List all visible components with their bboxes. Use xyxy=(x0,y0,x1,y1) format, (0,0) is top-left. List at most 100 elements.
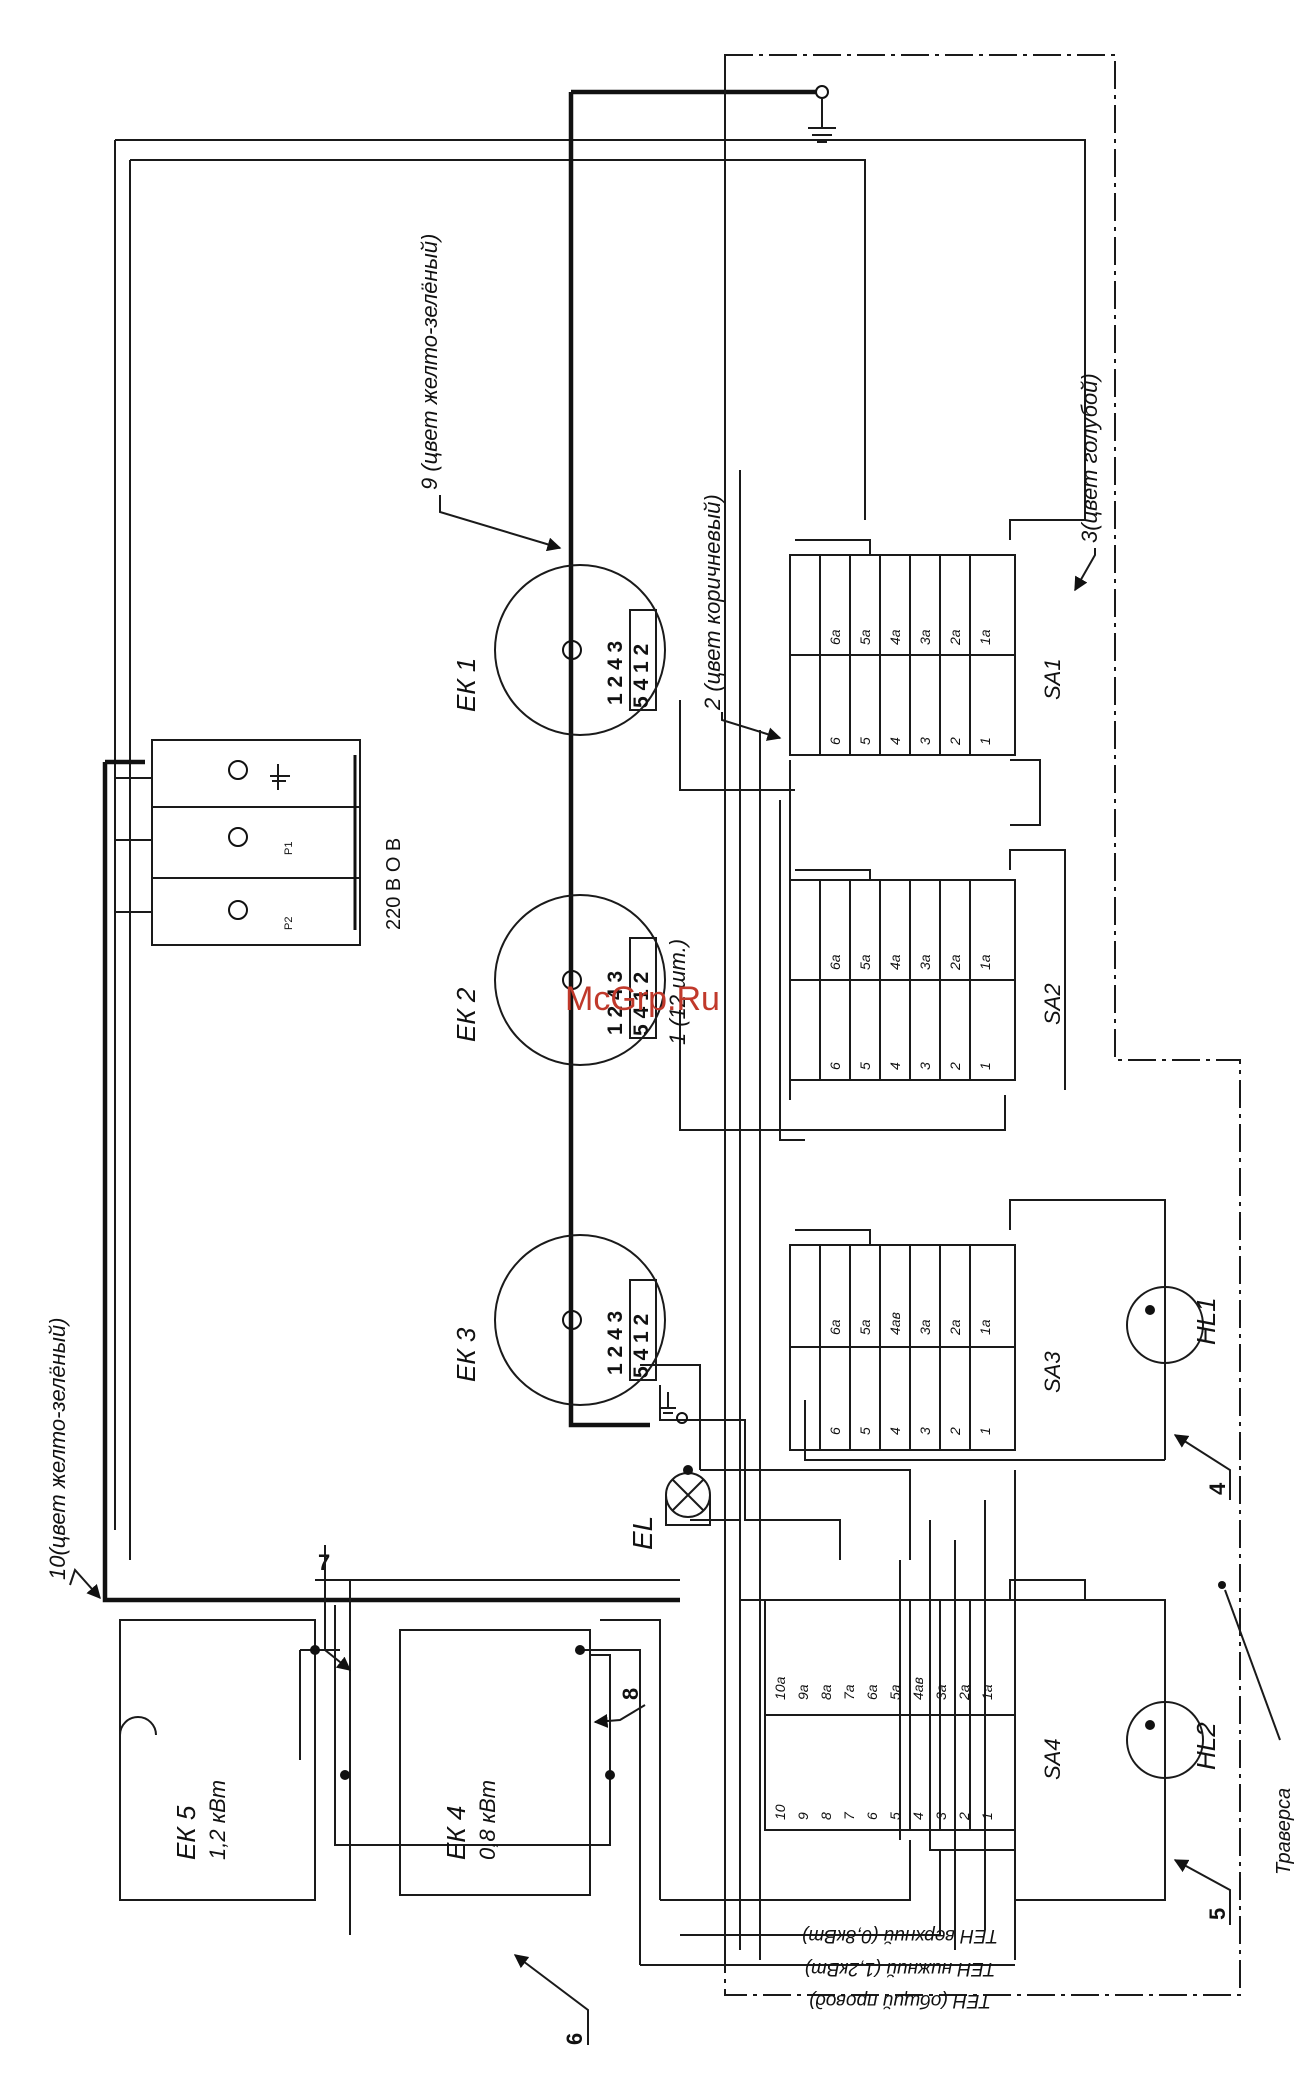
hl2-indicator: HL2 xyxy=(1126,1701,1221,1779)
sa1-contact-right: 1а xyxy=(977,629,993,645)
ek3-terminals-bottom: 5 4 1 2 xyxy=(630,1314,653,1378)
ek1-label: ЕК 1 xyxy=(451,658,481,712)
ek5-label: ЕК 5 xyxy=(171,1805,201,1860)
sa4-contact-left: 8 xyxy=(818,1812,834,1820)
hl2-label: HL2 xyxy=(1191,1722,1221,1770)
sa4-switch: SA4 xyxy=(764,1599,1065,1831)
el-label: EL xyxy=(627,1516,658,1550)
ek3-terminals-top: 1 2 4 3 xyxy=(604,1311,627,1375)
sa4-contact-right: 6а xyxy=(864,1684,880,1700)
sa2-contact-left: 4 xyxy=(887,1062,903,1070)
ek2-terminals-top: 1 2 4 3 xyxy=(604,971,627,1035)
sa4-contact-left: 5 xyxy=(887,1812,903,1820)
sa2-contact-left: 6 xyxy=(827,1062,843,1070)
sa4-contact-right: 5а xyxy=(887,1684,903,1700)
sa1-contact-right: 3а xyxy=(917,629,933,645)
ek1-terminals-bottom: 5 4 1 2 xyxy=(630,644,653,708)
socket-hole-icon xyxy=(228,827,248,847)
sa1-contact-left: 5 xyxy=(857,737,873,745)
sa3-contact-right: 6а xyxy=(827,1319,843,1335)
socket-hole-icon xyxy=(228,900,248,920)
sa2-contact-right: 2а xyxy=(947,954,963,971)
sa1-contact-right: 5а xyxy=(857,629,873,645)
socket-voltage-label: 220 В О В xyxy=(383,838,405,930)
sa4-contact-left: 6 xyxy=(864,1812,880,1820)
socket-strip: Р1 Р2 220 В О В xyxy=(115,739,405,946)
ek2-label: ЕК 2 xyxy=(451,987,481,1042)
sa4-contact-right: 10а xyxy=(772,1676,788,1700)
sa2-contact-right: 1а xyxy=(977,954,993,970)
sa4-contact-left: 10 xyxy=(772,1804,788,1820)
sa4-contact-left: 7 xyxy=(841,1811,857,1820)
sa2-contact-right: 3а xyxy=(917,954,933,970)
sa2-contact-left: 1 xyxy=(977,1062,993,1070)
sa4-contact-right: 8а xyxy=(818,1684,834,1700)
sa1-contact-left: 4 xyxy=(887,737,903,745)
wire-label-1: 1 (12 шт.) xyxy=(665,939,690,1045)
wire-label-4: 4 xyxy=(1205,1482,1230,1495)
ek4-power-label: 0,8 кВт xyxy=(475,1780,500,1860)
sa3-contact-left: 6 xyxy=(827,1427,843,1435)
wire-label-3: 3(цвет голубой) xyxy=(1077,373,1102,543)
sa1-label: SA1 xyxy=(1040,658,1065,700)
sa1-contact-left: 2 xyxy=(947,737,963,746)
sa3-contact-left: 2 xyxy=(947,1427,963,1436)
wire-label-5: 5 xyxy=(1205,1908,1230,1920)
sa2-contact-right: 6а xyxy=(827,954,843,970)
sa4-contact-right: 2а xyxy=(956,1684,972,1701)
el-lamp: EL xyxy=(627,1465,711,1550)
sa1-contact-right: 4а xyxy=(887,629,903,645)
ek2-burner: ЕК 2 1 2 4 3 5 4 1 2 xyxy=(451,894,666,1066)
sa2-label: SA2 xyxy=(1040,983,1065,1025)
sa1-contact-right: 2а xyxy=(947,629,963,646)
sa4-contact-left: 3 xyxy=(933,1812,949,1820)
socket-hole-icon xyxy=(228,760,248,780)
burner-center-icon xyxy=(562,970,582,990)
sa2-switch: SA2 xyxy=(789,879,1065,1081)
sa2-contact-left: 2 xyxy=(947,1062,963,1071)
sa3-contact-right: 5а xyxy=(857,1319,873,1335)
sa4-contact-right: 3а xyxy=(933,1684,949,1700)
ek1-terminals-top: 1 2 4 3 xyxy=(604,641,627,705)
sa4-contact-right: 4ав xyxy=(910,1677,926,1700)
ek4-label: ЕК 4 xyxy=(441,1806,471,1860)
ek3-burner: ЕК 3 1 2 4 3 5 4 1 2 xyxy=(451,1234,688,1424)
sa4-contact-right: 9а xyxy=(795,1684,811,1700)
lamp-icon xyxy=(671,1478,705,1512)
ten-common-label: ТЕН (общий провод) xyxy=(809,1990,991,2011)
ten-upper-label: ТЕН верхний (0,8кВт) xyxy=(802,1925,998,1946)
ek3-label: ЕК 3 xyxy=(451,1327,481,1382)
traverse-boundary xyxy=(724,54,1241,1996)
burner-center-icon xyxy=(562,1310,582,1330)
sa3-contact-left: 4 xyxy=(887,1427,903,1435)
watermark: McGrp.Ru xyxy=(565,980,720,1018)
sa3-contact-left: 5 xyxy=(857,1427,873,1435)
wire-label-8: 8 xyxy=(618,1688,643,1700)
sa4-label: SA4 xyxy=(1040,1738,1065,1780)
ground-icon xyxy=(270,764,290,790)
ground-terminal-top xyxy=(808,85,836,143)
ek5-heater: ЕК 5 1,2 кВт xyxy=(119,1619,316,1901)
hl1-label: HL1 xyxy=(1191,1297,1221,1345)
sa1-contact-left: 3 xyxy=(917,737,933,745)
sa1-contact-left: 6 xyxy=(827,737,843,745)
sa3-contact-right: 1а xyxy=(977,1319,993,1335)
ek2-terminals-bottom: 5 4 1 2 xyxy=(630,972,653,1036)
wire-label-2: 2 (цвет коричневый) xyxy=(700,494,725,711)
hl1-indicator: HL1 xyxy=(1126,1286,1221,1364)
sa2-contact-left: 3 xyxy=(917,1062,933,1070)
sa3-contact-left: 3 xyxy=(917,1427,933,1435)
sa1-contact-right: 6а xyxy=(827,629,843,645)
traverse-label: Траверса xyxy=(1273,1788,1295,1875)
ten-lower-label: ТЕН нижний (1,2кВт) xyxy=(805,1958,996,1979)
sa1-contact-left: 1 xyxy=(977,737,993,745)
sa4-contact-left: 2 xyxy=(956,1812,972,1821)
sa4-contact-left: 4 xyxy=(910,1812,926,1820)
sa3-switch: SA3 xyxy=(789,1244,1065,1451)
sa3-label: SA3 xyxy=(1040,1351,1065,1393)
sa1-switch: SA1 xyxy=(789,554,1065,756)
ground-icon xyxy=(660,1392,676,1414)
burner-center-icon xyxy=(562,640,582,660)
